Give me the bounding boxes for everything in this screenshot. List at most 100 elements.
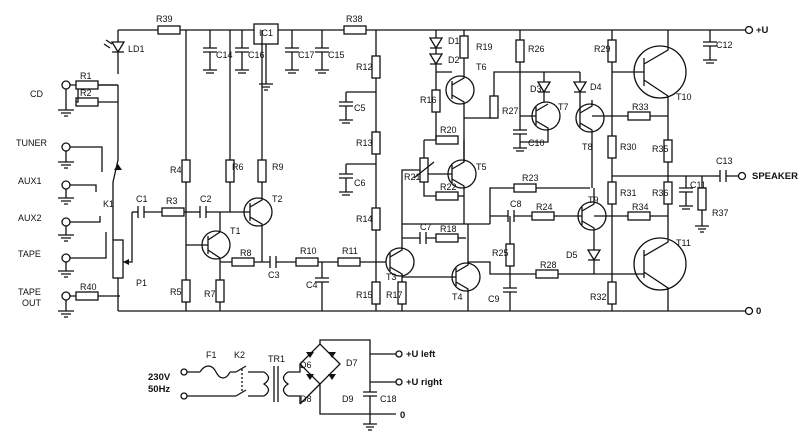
input-section: CD R1 R2 TUNER AUX1 AUX2 TAPE TAPE OUT R… (16, 71, 147, 318)
r7-label: R7 (204, 289, 216, 299)
power-rails: +U 0 (118, 25, 769, 317)
r37-label: R37 (712, 208, 729, 218)
plus-u-right-terminal (395, 378, 403, 386)
zero-psu-label: 0 (400, 410, 405, 421)
k2-label: K2 (234, 350, 245, 360)
r35-label: R35 (652, 144, 669, 154)
r27-label: R27 (502, 106, 519, 116)
c14-label: C14 (216, 50, 233, 60)
t2-label: T2 (272, 194, 283, 204)
r23-label: R23 (522, 173, 539, 183)
speaker-label: SPEAKER (752, 171, 798, 182)
tuner-jack (61, 142, 71, 152)
tape-out-label-2: OUT (22, 298, 42, 308)
r34-label: R34 (632, 202, 649, 212)
d7-label: D7 (346, 358, 358, 368)
r25-label: R25 (492, 248, 509, 258)
c1-label: C1 (136, 194, 148, 204)
r16-label: R16 (420, 95, 437, 105)
f1-label: F1 (206, 350, 217, 360)
d8-label: D8 (300, 394, 312, 404)
ld1-label: LD1 (128, 44, 145, 54)
r6-label: R6 (232, 162, 244, 172)
r8-label: R8 (240, 248, 252, 258)
bias-divider: R12 C5 R13 C6 R14 R15 (339, 30, 381, 311)
c2-label: C2 (200, 194, 212, 204)
d3-label: D3 (530, 84, 542, 94)
d2-label: D2 (448, 55, 460, 65)
plus-u-left-label: +U left (406, 349, 436, 360)
r38-label: R38 (346, 14, 363, 24)
r26-label: R26 (528, 44, 545, 54)
tape-out-label-1: TAPE (18, 287, 41, 297)
t1-label: T1 (230, 226, 241, 236)
r36-label: R36 (652, 188, 669, 198)
c5-label: C5 (354, 103, 366, 113)
r2-label: R2 (80, 88, 92, 98)
t3-label: T3 (386, 272, 397, 282)
tr1-transformer (262, 371, 270, 397)
c4-label: C4 (306, 280, 318, 290)
t11-label: T11 (676, 238, 691, 248)
speaker-terminal (737, 171, 747, 181)
c13-label: C13 (716, 156, 733, 166)
c8-label: C8 (510, 199, 522, 209)
r19-label: R19 (476, 42, 493, 52)
plus-u-label: +U (756, 25, 769, 36)
t11-transistor (633, 237, 687, 291)
r15-label: R15 (356, 290, 373, 300)
r14-label: R14 (356, 214, 373, 224)
driver-stage: T3 R17 C7 R18 T4 T5 R20 R21 R22 D1 (385, 30, 520, 311)
plus-u-right-label: +U right (406, 377, 443, 388)
c11-label: C11 (690, 180, 706, 190)
c15-label: C15 (328, 50, 345, 60)
t6-label: T6 (476, 62, 487, 72)
r24-label: R24 (536, 202, 553, 212)
cd-label: CD (30, 89, 43, 99)
r21-label: R21 (404, 172, 421, 182)
output-stage: R23 C8 R24 R25 C9 R28 R26 D3 T7 C10 D4 (468, 30, 798, 311)
power-filter: LD1 R39 C14 C16 IC1 C17 C15 R38 (103, 14, 367, 180)
k1-label: K1 (103, 199, 114, 209)
tr1-label: TR1 (268, 354, 285, 364)
zero-label: 0 (756, 306, 761, 317)
mains-terminal-n (180, 392, 188, 400)
d6-label: D6 (300, 360, 312, 370)
r9-label: R9 (272, 162, 284, 172)
aux2-jack (61, 217, 71, 227)
ic1-label: IC1 (259, 28, 273, 38)
c18-label: C18 (380, 394, 397, 404)
c16-label: C16 (248, 50, 265, 60)
r12-label: R12 (356, 62, 373, 72)
t10-label: T10 (676, 92, 692, 102)
mains-terminal-l (180, 368, 188, 376)
r13-label: R13 (356, 138, 373, 148)
r32-label: R32 (590, 292, 607, 302)
k2-mains-switch (235, 365, 247, 397)
aux1-label: AUX1 (18, 176, 42, 186)
cd-jack (61, 80, 71, 90)
r4-label: R4 (170, 165, 182, 175)
p1-label: P1 (136, 278, 147, 288)
power-supply: 230V 50Hz F1 K2 TR1 D6 D7 D8 D9 +U left … (148, 339, 443, 431)
t4-label: T4 (452, 292, 463, 302)
c3-label: C3 (268, 270, 280, 280)
k1-switch (112, 159, 119, 183)
aux2-label: AUX2 (18, 213, 42, 223)
p1-pot (112, 239, 124, 279)
zero-terminal (744, 306, 754, 316)
r28-label: R28 (540, 260, 557, 270)
r29-label: R29 (594, 44, 611, 54)
plus-u-terminal (744, 25, 754, 35)
r40-label: R40 (80, 282, 97, 292)
f1-fuse (187, 365, 236, 379)
r17-label: R17 (386, 290, 403, 300)
t8-label: T8 (582, 142, 593, 152)
mains-voltage-label: 230V (148, 372, 171, 383)
r5-label: R5 (170, 287, 182, 297)
t6-transistor (445, 75, 475, 105)
r30-label: R30 (620, 142, 637, 152)
d4-label: D4 (590, 82, 602, 92)
t5-label: T5 (476, 162, 487, 172)
r22-label: R22 (440, 182, 457, 192)
